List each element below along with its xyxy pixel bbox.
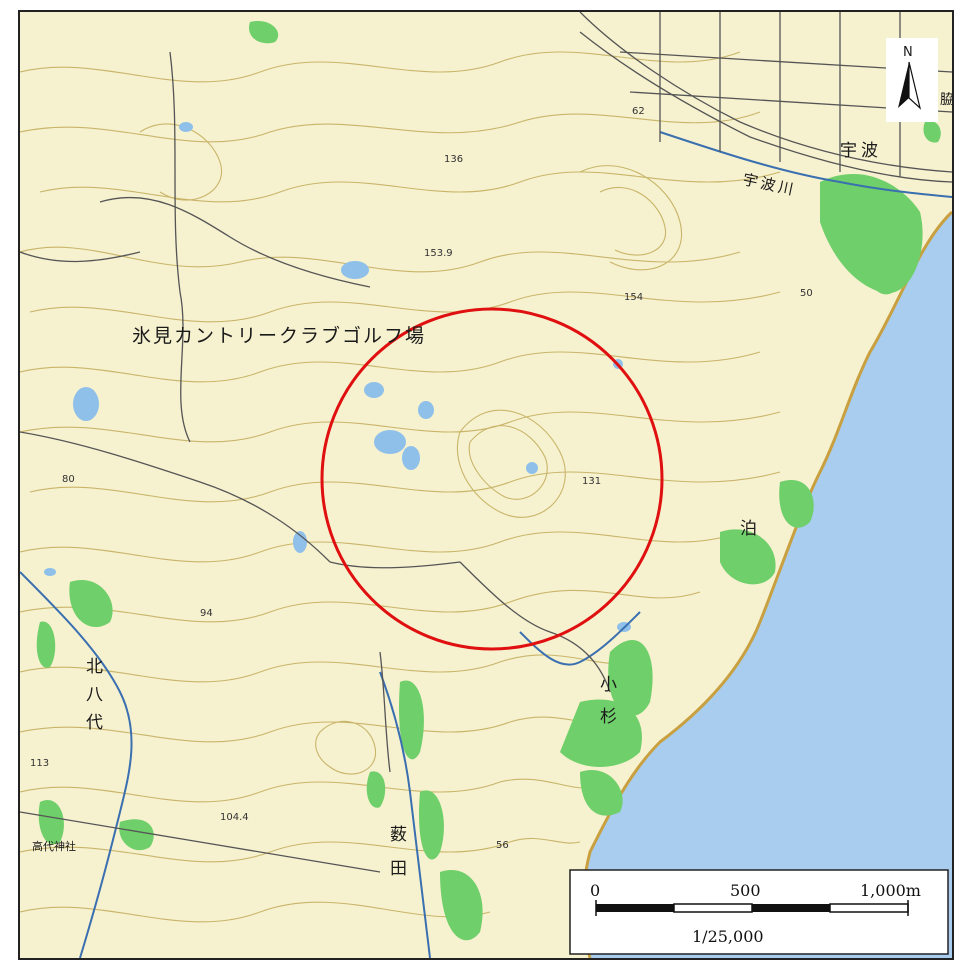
elevation-62: 62 bbox=[632, 106, 645, 117]
yabuta-label-2: 田 bbox=[390, 859, 407, 879]
golf-course-label: 氷見カントリークラブゴルフ場 bbox=[132, 324, 426, 347]
elevation-153-9: 153.9 bbox=[424, 248, 453, 259]
roads bbox=[20, 12, 952, 873]
ponds bbox=[44, 122, 631, 632]
elevation-56: 56 bbox=[496, 840, 509, 851]
coastline bbox=[581, 210, 952, 958]
scale-ratio: 1/25,000 bbox=[692, 927, 764, 946]
elevation-136: 136 bbox=[444, 154, 463, 165]
shrine-label: 高代神社 bbox=[32, 839, 76, 853]
scale-tick-0: 0 bbox=[590, 881, 600, 900]
kosugi-label-2: 杉 bbox=[600, 707, 617, 727]
elevation-points: 62 136 153.9 154 50 80 131 94 113 104.4 … bbox=[30, 106, 813, 851]
uba-label: 宇波 bbox=[840, 141, 882, 161]
north-label: N bbox=[903, 45, 913, 60]
kosugi-label-1: 小 bbox=[600, 675, 617, 695]
elevation-154: 154 bbox=[624, 292, 643, 303]
elevation-80: 80 bbox=[62, 474, 75, 485]
map-canvas: 氷見カントリークラブゴルフ場 宇波 宇波川 泊 小 杉 北 八 代 薮 田 高代… bbox=[20, 12, 952, 958]
target-area-circle bbox=[320, 307, 664, 651]
elevation-94: 94 bbox=[200, 608, 213, 619]
north-arrow: N bbox=[886, 38, 938, 122]
elevation-50: 50 bbox=[800, 288, 813, 299]
scale-tick-1000: 1,000m bbox=[860, 881, 921, 900]
elevation-104-4: 104.4 bbox=[220, 812, 249, 823]
yabuta-label-1: 薮 bbox=[390, 825, 407, 845]
tomari-label: 泊 bbox=[740, 519, 757, 539]
kita-label-2: 八 bbox=[86, 685, 103, 705]
elevation-113: 113 bbox=[30, 758, 49, 769]
scale-tick-500: 500 bbox=[730, 881, 761, 900]
contour-lines bbox=[20, 51, 781, 923]
scale-bar: 0 500 1,000m 1/25,000 bbox=[569, 869, 949, 955]
kita-label-3: 代 bbox=[86, 713, 103, 733]
elevation-131: 131 bbox=[582, 476, 601, 487]
forest-patches bbox=[36, 21, 941, 941]
kita-label-1: 北 bbox=[86, 657, 103, 677]
north-arrow-icon bbox=[898, 62, 909, 108]
rivers bbox=[20, 131, 952, 958]
topographic-map[interactable]: 氷見カントリークラブゴルフ場 宇波 宇波川 泊 小 杉 北 八 代 薮 田 高代… bbox=[18, 10, 954, 960]
edge-label: 脇 bbox=[940, 92, 952, 108]
sea bbox=[582, 212, 952, 958]
